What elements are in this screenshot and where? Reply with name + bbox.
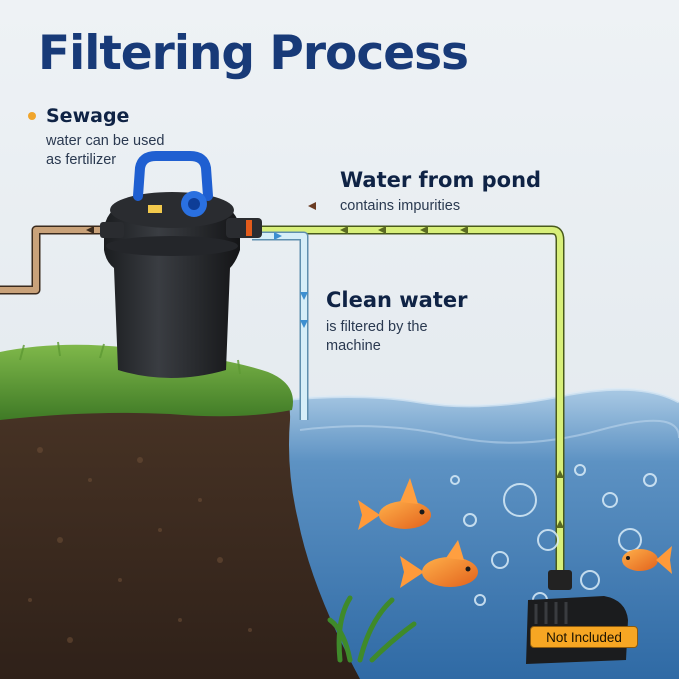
clean-water-line: machine bbox=[326, 338, 381, 354]
clean-water-title: Clean water bbox=[326, 288, 468, 312]
sewage-line: water can be used bbox=[46, 133, 165, 149]
goldfish-icon bbox=[400, 540, 478, 588]
not-included-badge: Not Included bbox=[530, 626, 638, 648]
clean-water-description: is filtered by the machine bbox=[326, 318, 428, 356]
sewage-title: Sewage bbox=[46, 105, 130, 127]
filter-canister-icon bbox=[100, 151, 262, 378]
pond-description: contains impurities bbox=[340, 198, 461, 214]
arrow-icon bbox=[86, 226, 94, 234]
goldfish-icon bbox=[622, 546, 672, 574]
sewage-description: water can be used as fertilizer bbox=[46, 132, 165, 170]
goldfish-icon bbox=[358, 478, 431, 530]
pond-title: Water from pond bbox=[340, 168, 542, 192]
sewage-bullet-icon bbox=[28, 112, 36, 120]
page-title: Filtering Process bbox=[38, 26, 469, 81]
clean-water-line: is filtered by the bbox=[326, 319, 428, 335]
sewage-line: as fertilizer bbox=[46, 152, 117, 168]
